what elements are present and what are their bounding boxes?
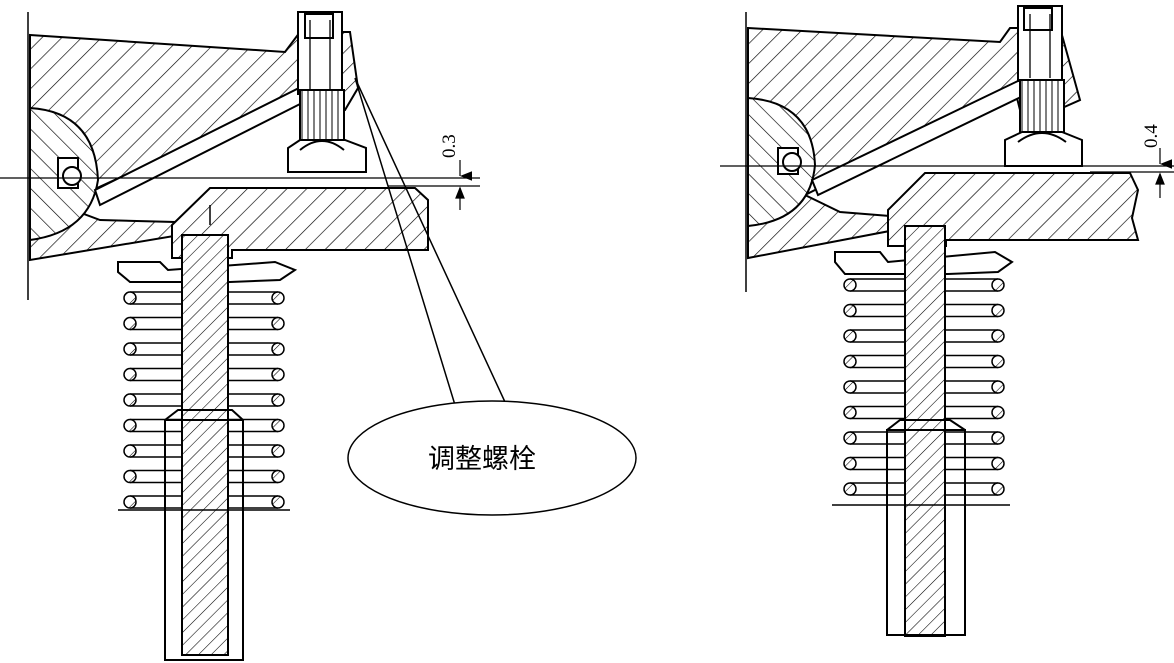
valve-stem-left: [181, 234, 229, 656]
clearance-label-left: 0.3: [439, 134, 460, 158]
callout-label: 调整螺栓: [428, 444, 536, 475]
callout-pointer: [347, 77, 637, 516]
clearance-dimension-right: [720, 148, 1174, 198]
valve-spring-left: [123, 291, 285, 509]
adjusting-bolt-right: [1004, 5, 1083, 167]
clearance-dimension-left: [0, 160, 480, 210]
adjusting-bolt-left: [287, 11, 367, 173]
callout-bubble: [347, 400, 637, 516]
oil-hole-right: [782, 152, 802, 172]
left-valve-assembly: [27, 11, 429, 661]
right-valve-assembly: [745, 5, 1140, 637]
oil-hole: [62, 166, 82, 186]
clearance-label-right: 0.4: [1141, 124, 1162, 148]
valve-spring-right: [843, 278, 1005, 496]
